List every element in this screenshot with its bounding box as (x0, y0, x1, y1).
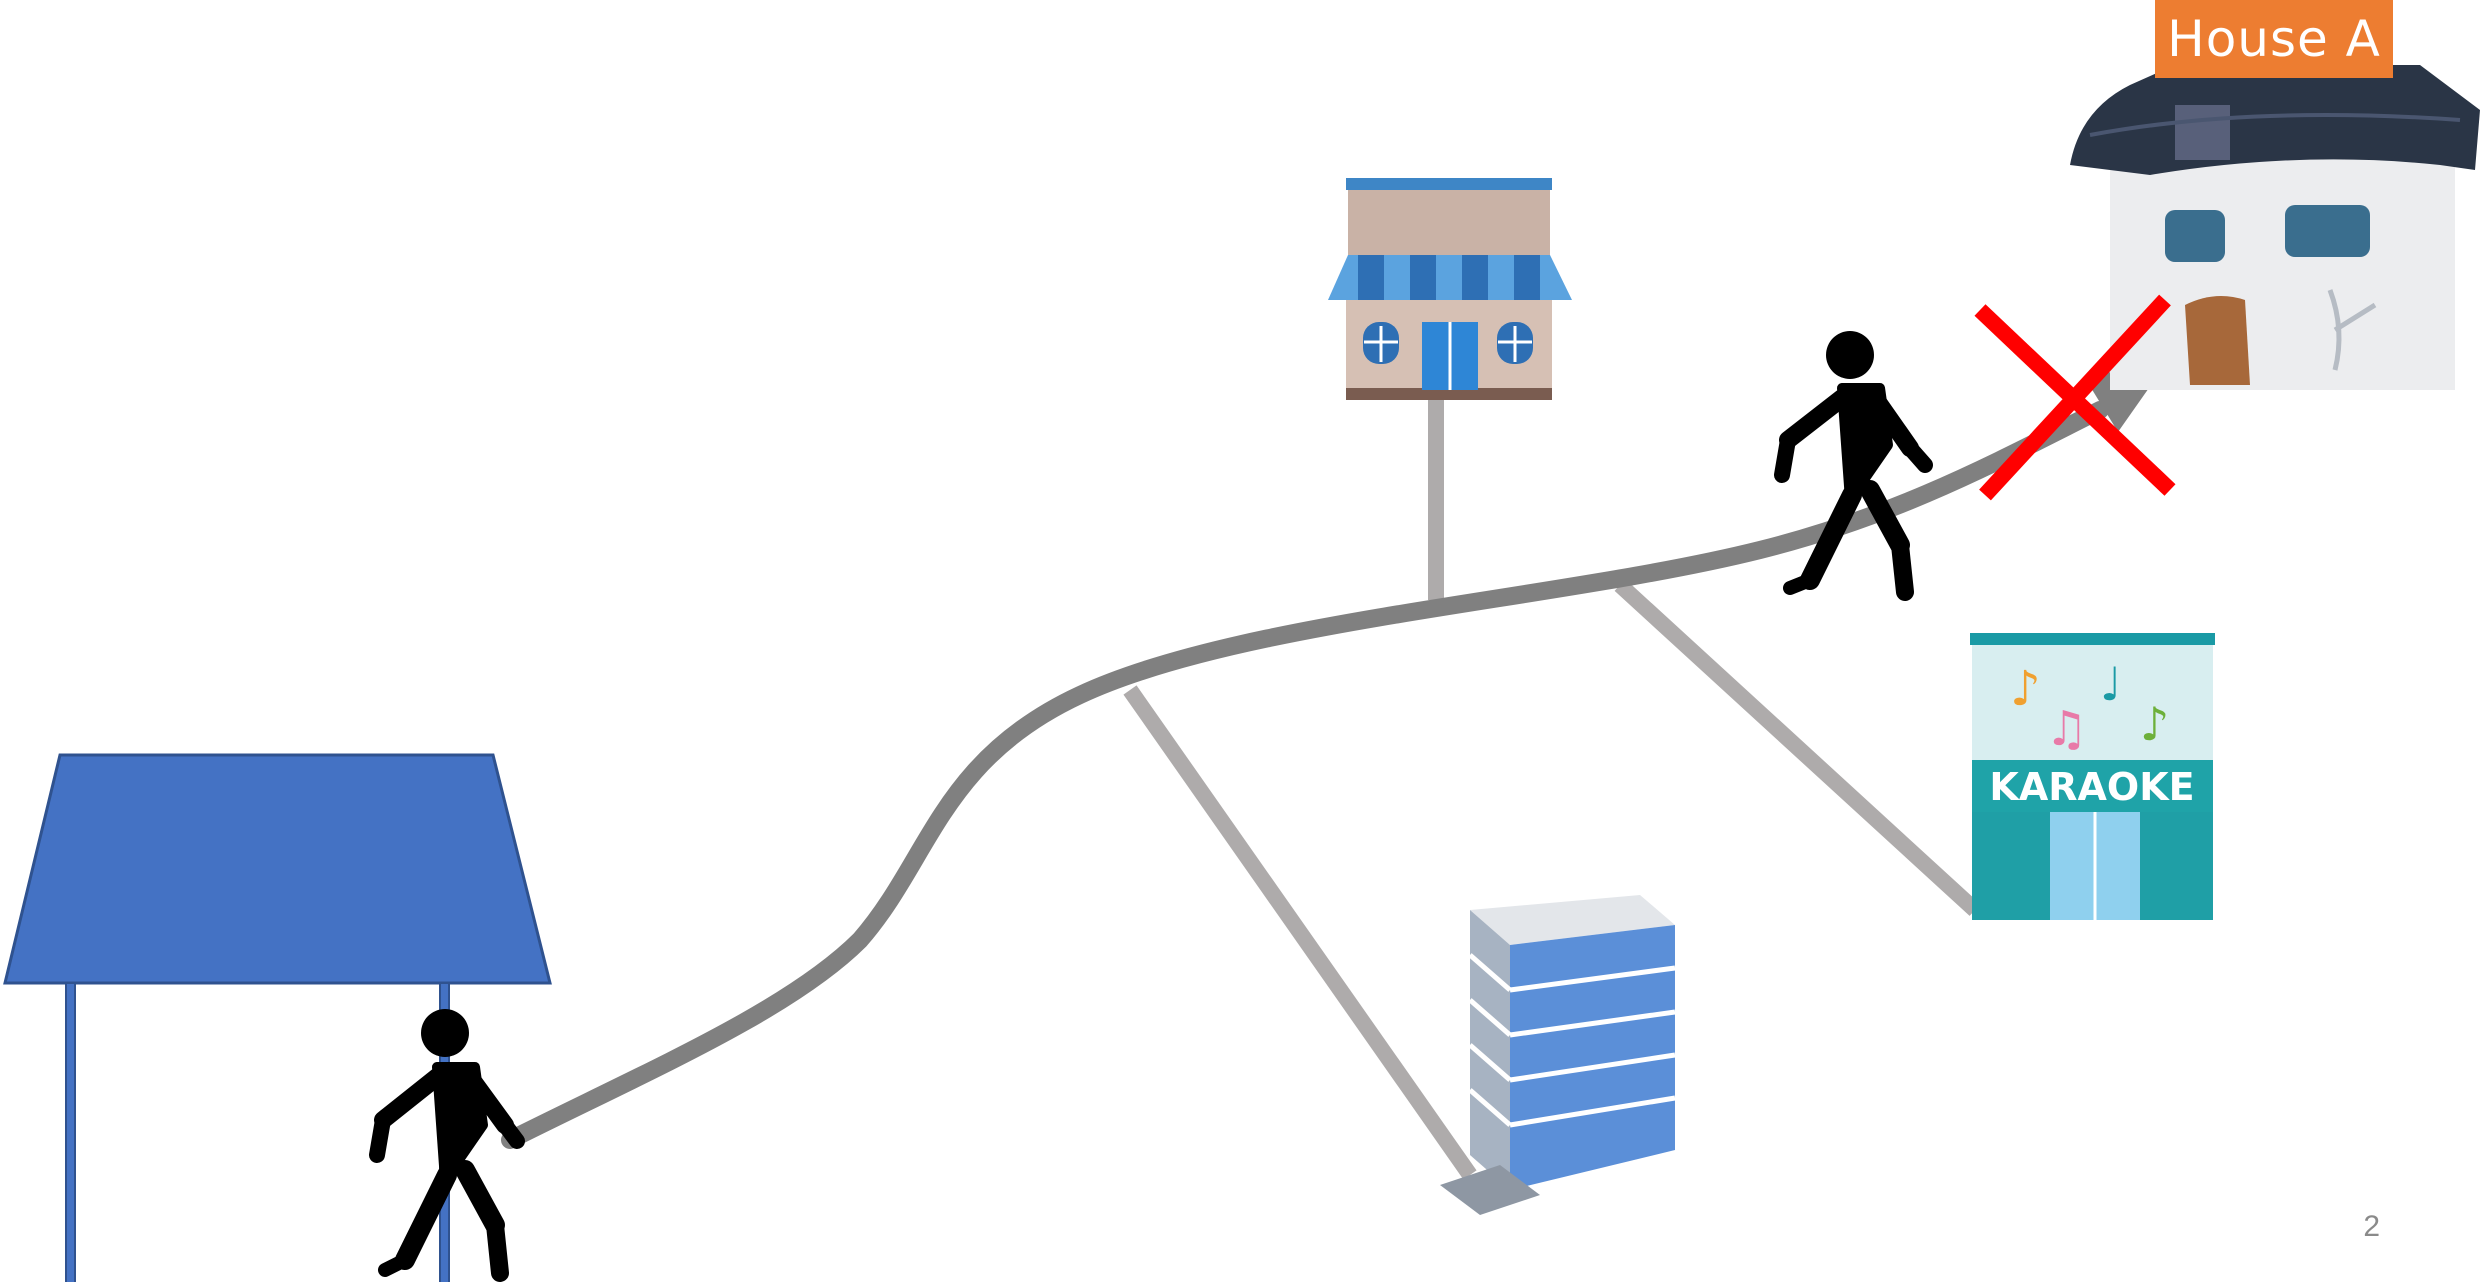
side-path-to-karaoke (1620, 585, 1975, 910)
svg-text:♫: ♫ (2045, 701, 2088, 757)
office-building-icon (1440, 895, 1675, 1215)
svg-text:♩: ♩ (2100, 657, 2122, 711)
karaoke-building-icon: ♪ ♩ ♫ ♪ KARAOKE (1970, 633, 2215, 920)
side-path-to-office (1130, 690, 1470, 1175)
svg-text:♪: ♪ (2010, 661, 2041, 717)
main-path (510, 410, 2100, 1140)
page-number: 2 (2300, 1210, 2380, 1244)
svg-text:♪: ♪ (2140, 697, 2169, 751)
karaoke-sign-text: KARAOKE (1989, 765, 2194, 809)
store-icon (1328, 178, 1572, 400)
house-a-label: House A (2155, 0, 2393, 78)
station-shelter-icon (5, 755, 550, 1282)
walking-person-icon (1782, 331, 1925, 592)
